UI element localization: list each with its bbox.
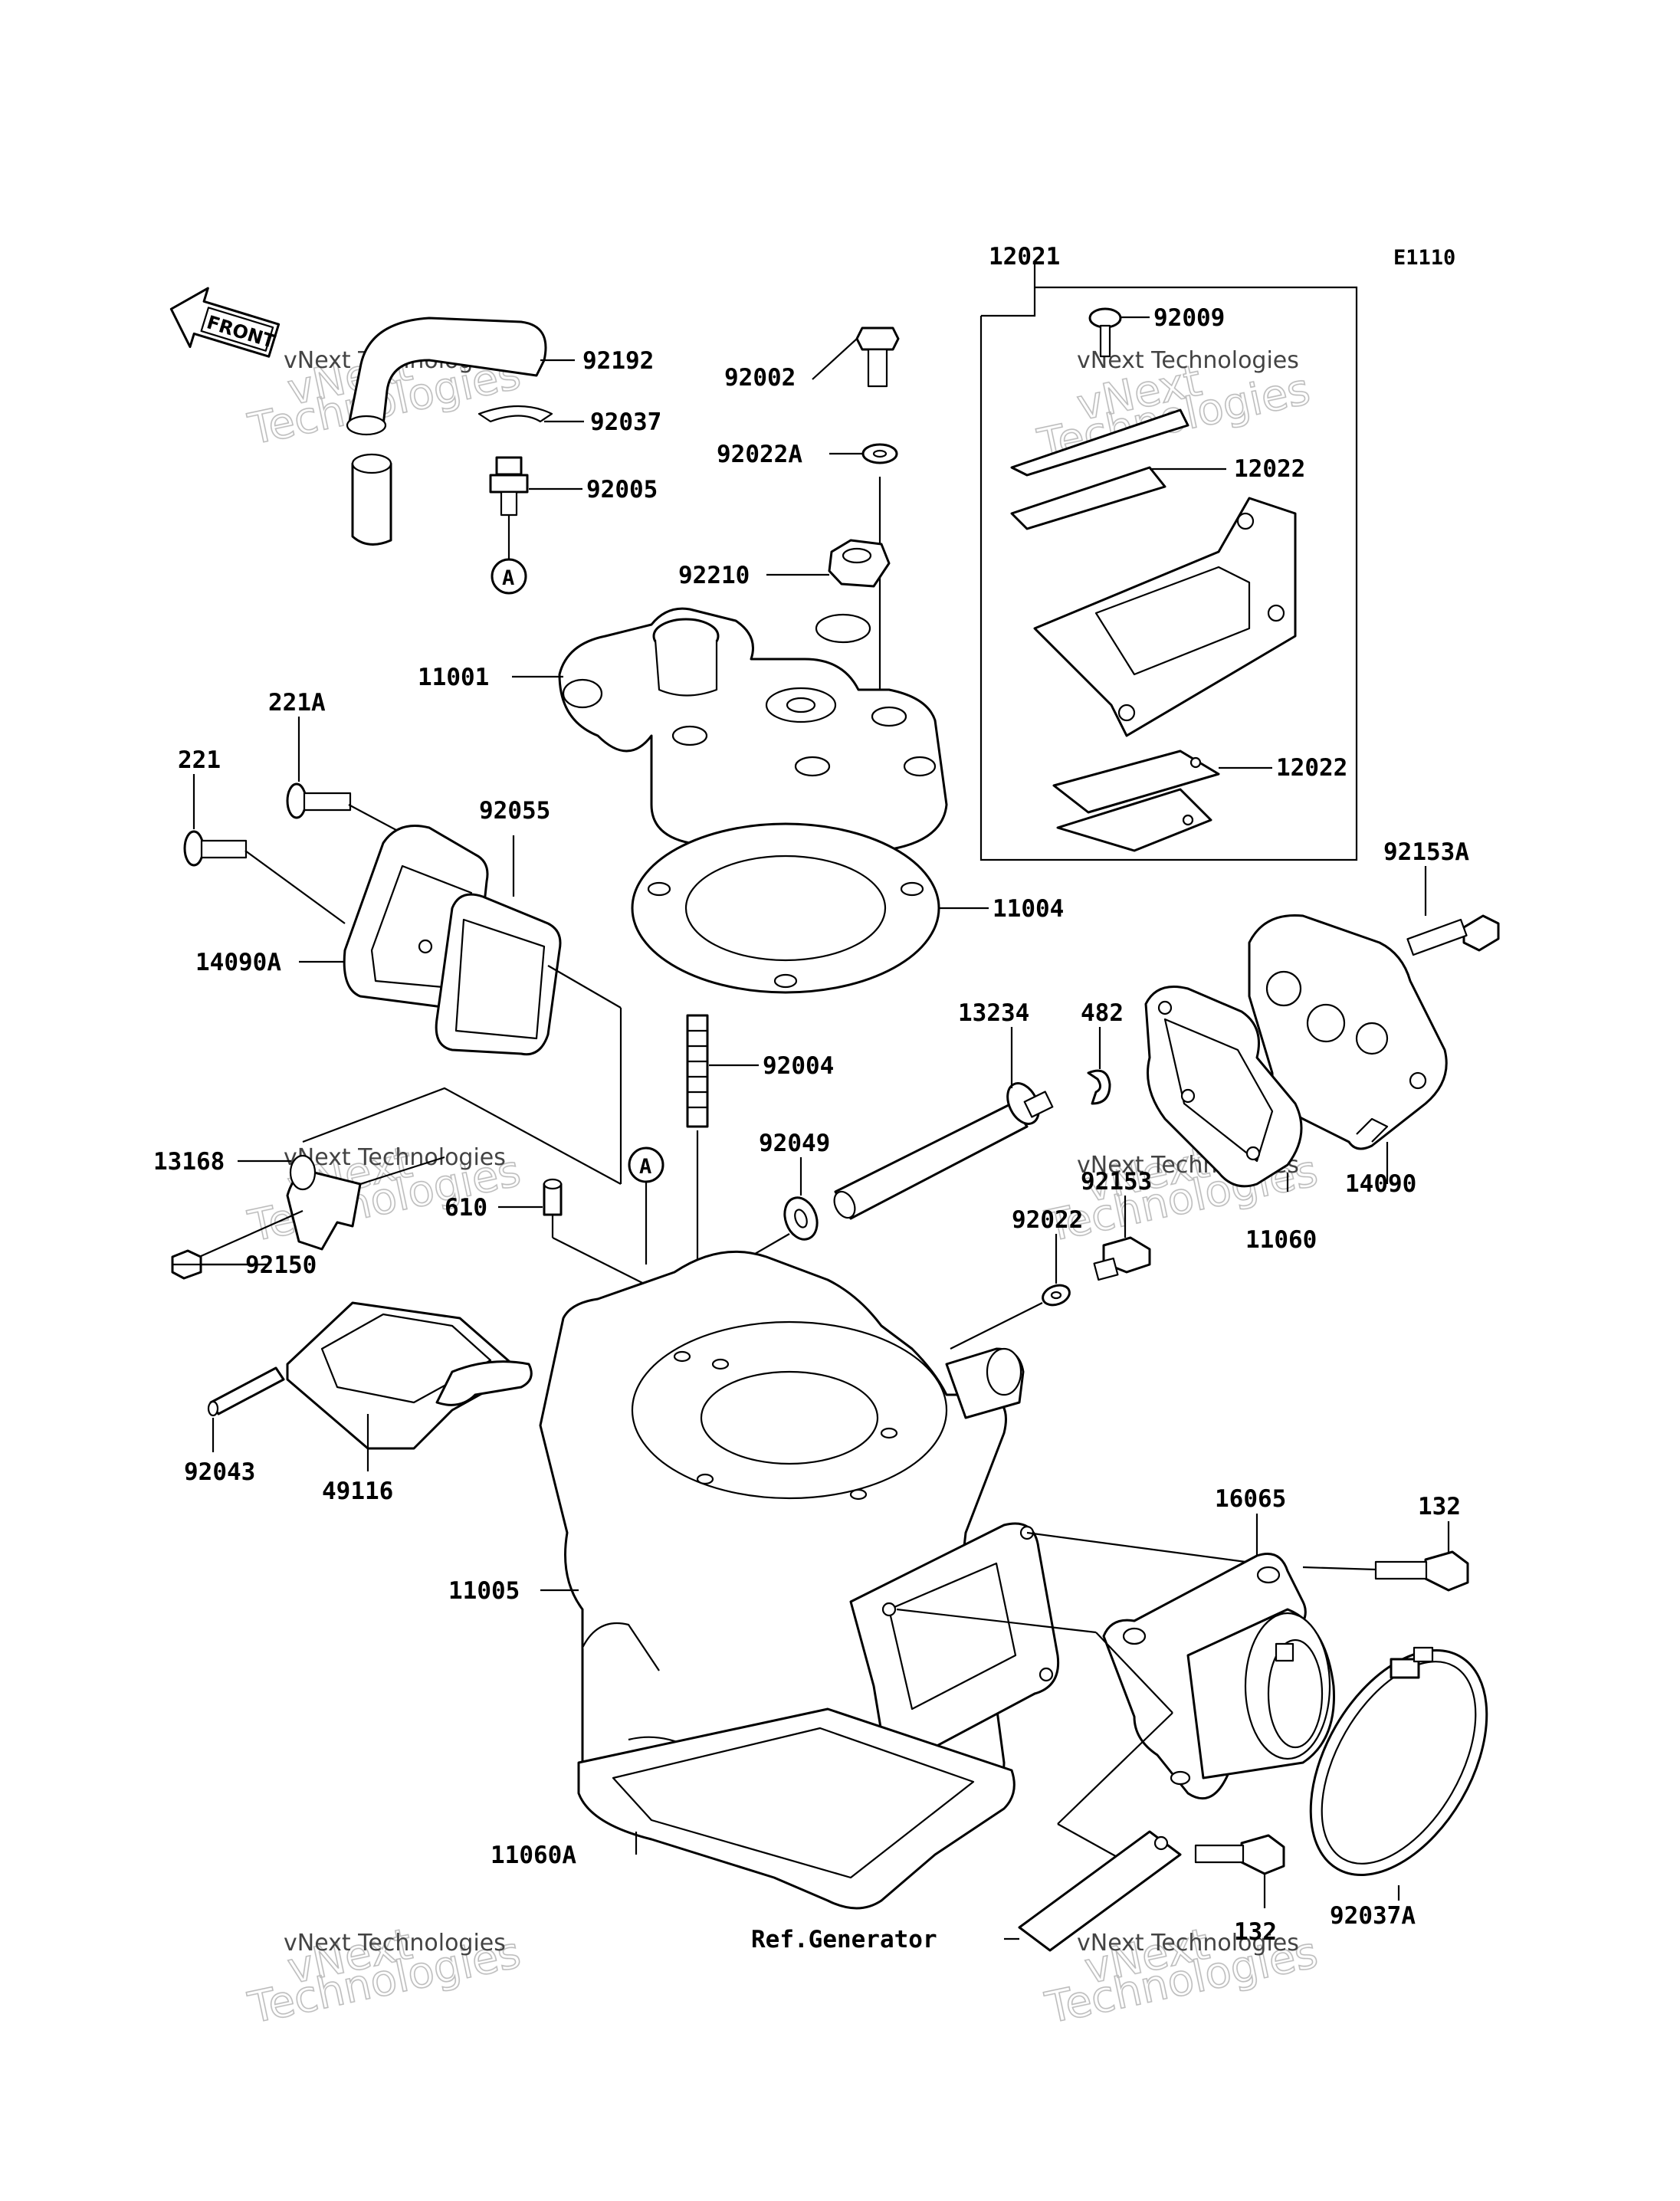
part-label-12021: 12021 — [989, 243, 1060, 271]
circle-ref-a: A — [502, 566, 514, 590]
part-label-92049: 92049 — [759, 1130, 830, 1157]
part-labels: 12021 92009 12022 12022 92192 92037 9200… — [153, 243, 1469, 1953]
part-label-482: 482 — [1081, 999, 1124, 1027]
part-label-92150: 92150 — [245, 1251, 317, 1279]
part-label-92009: 92009 — [1153, 304, 1225, 332]
part-label-13168: 13168 — [153, 1148, 225, 1176]
part-label-92037A: 92037A — [1330, 1902, 1416, 1930]
reed-valve-assembly — [979, 261, 1358, 861]
part-label-92192: 92192 — [582, 347, 654, 375]
part-label-92153A: 92153A — [1383, 838, 1469, 866]
part-label-92210: 92210 — [678, 562, 750, 589]
part-label-132: 132 — [1418, 1493, 1461, 1520]
watermark-text: vNext Technologies — [1077, 1930, 1299, 1957]
part-label-14090: 14090 — [1345, 1170, 1416, 1198]
part-label-14090A: 14090A — [195, 949, 281, 976]
part-label-11004: 11004 — [993, 895, 1064, 923]
part-label-221A: 221A — [268, 689, 326, 717]
part-label-92022A: 92022A — [717, 441, 802, 468]
part-label-49116: 49116 — [322, 1478, 393, 1505]
part-label-92043: 92043 — [184, 1458, 255, 1486]
exhaust-valve-shaft — [686, 1014, 1151, 1350]
part-label-11005: 11005 — [448, 1577, 520, 1605]
part-label-12022: 12022 — [1234, 455, 1305, 483]
cylinder-head-fasteners — [828, 326, 900, 717]
cylinder-block — [539, 1250, 1258, 1819]
intake-manifold — [1004, 1514, 1488, 1952]
part-label-92004: 92004 — [763, 1052, 834, 1080]
part-label-92005: 92005 — [586, 476, 658, 504]
breather-hose-assembly: A — [346, 317, 553, 595]
part-label-12022: 12022 — [1276, 754, 1347, 782]
exhaust-valve-housing — [1144, 914, 1500, 1192]
part-label-92153: 92153 — [1081, 1168, 1152, 1196]
exhaust-valve-linkage: A — [171, 1087, 683, 1471]
part-label-16065: 16065 — [1215, 1485, 1286, 1513]
head-gasket — [631, 822, 989, 994]
cylinder-head — [558, 607, 948, 852]
part-label-13234: 13234 — [958, 999, 1029, 1027]
part-label-221: 221 — [178, 746, 221, 774]
part-label-11060A: 11060A — [491, 1842, 576, 1869]
part-label-610: 610 — [445, 1194, 487, 1222]
part-label-132: 132 — [1234, 1918, 1277, 1946]
part-label-11001: 11001 — [418, 664, 489, 691]
part-label-92037: 92037 — [590, 408, 661, 436]
part-label-92055: 92055 — [479, 797, 550, 825]
part-label-11060: 11060 — [1245, 1226, 1317, 1254]
watermark-text: vNext Technologies — [1077, 347, 1299, 374]
leader-lines — [172, 338, 1427, 1266]
part-label-92022: 92022 — [1012, 1206, 1083, 1234]
diagram-code: E1110 — [1393, 246, 1455, 270]
watermark-text: vNext Technologies — [284, 1144, 506, 1171]
base-gasket — [577, 1707, 1016, 1910]
part-label-92002: 92002 — [724, 364, 796, 392]
exhaust-valve-cover — [183, 782, 622, 1184]
front-arrow-icon: FRONT — [169, 287, 281, 358]
watermark-text: vNext Technologies — [284, 1930, 506, 1957]
ref-generator-note: Ref.Generator — [751, 1926, 937, 1953]
circle-ref-a: A — [639, 1155, 651, 1179]
